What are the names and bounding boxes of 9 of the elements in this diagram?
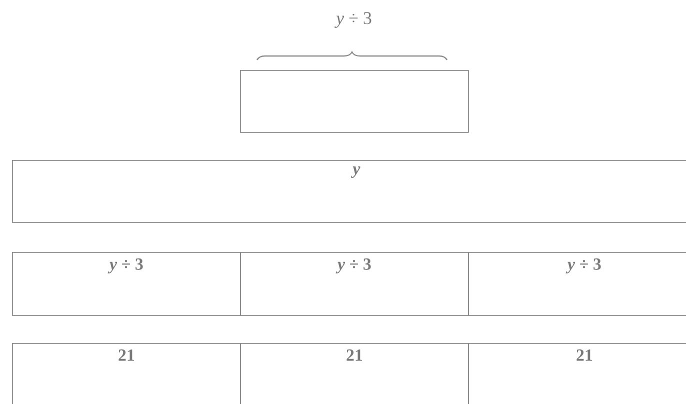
bar-cell: y ÷ 3 — [12, 252, 241, 316]
bar-cell: y ÷ 3 — [468, 252, 686, 316]
bar-cell: 21 — [12, 343, 241, 404]
bar-cell: 21 — [240, 343, 469, 404]
brace-label: y ÷ 3 — [334, 12, 372, 28]
bar-cell: y — [12, 160, 686, 223]
bar-cell: y ÷ 3 — [240, 252, 469, 316]
empty-box — [240, 70, 469, 133]
bar-cell: 21 — [468, 343, 686, 404]
